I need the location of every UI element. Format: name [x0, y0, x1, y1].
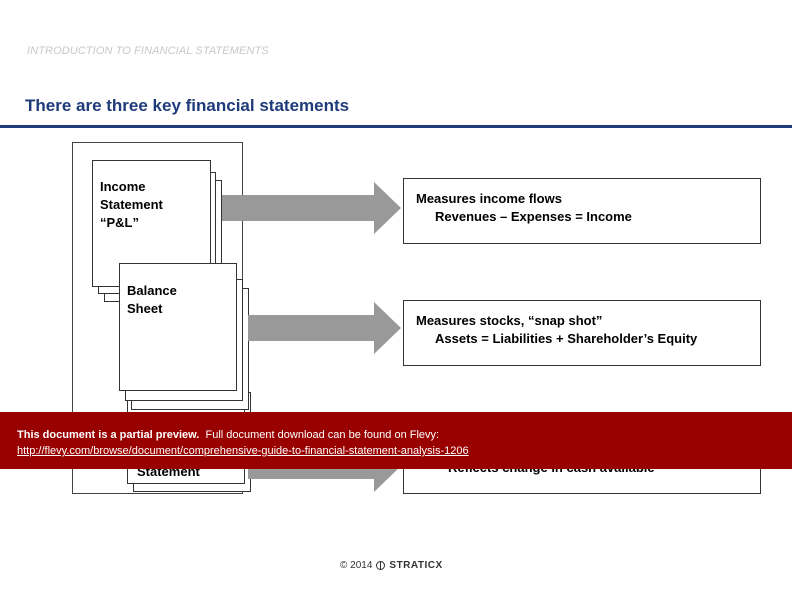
balance-description-box: Measures stocks, “snap shot” Assets = Li… — [403, 300, 761, 366]
section-header: INTRODUCTION TO FINANCIAL STATEMENTS — [27, 45, 269, 57]
straticx-logo-icon — [376, 561, 386, 570]
banner-strong-text: This document is a partial preview. — [17, 429, 200, 441]
arrow-right-icon — [222, 182, 401, 234]
preview-banner: This document is a partial preview. Full… — [0, 412, 792, 469]
banner-text: Full document download can be found on F… — [205, 429, 440, 441]
footer: © 2014 STRATICX — [340, 560, 443, 571]
balance-sheet-label: Balance Sheet — [127, 283, 177, 316]
banner-message: This document is a partial preview. Full… — [17, 429, 439, 441]
footer-brand: STRATICX — [389, 560, 443, 571]
title-divider — [0, 125, 792, 128]
slide-title: There are three key financial statements — [25, 96, 350, 115]
balance-description-title: Measures stocks, “snap shot” — [416, 313, 603, 328]
income-description-title: Measures income flows — [416, 191, 562, 206]
income-description-formula: Revenues – Expenses = Income — [435, 209, 632, 224]
arrow-right-icon — [248, 302, 401, 354]
income-description-box: Measures income flows Revenues – Expense… — [403, 178, 761, 244]
income-statement-label: Income Statement “P&L” — [100, 179, 163, 230]
balance-description-formula: Assets = Liabilities + Shareholder’s Equ… — [435, 331, 698, 346]
balance-sheet-page — [119, 263, 237, 391]
copyright-text: © 2014 — [340, 560, 373, 571]
flevy-document-link[interactable]: http://flevy.com/browse/document/compreh… — [17, 445, 469, 457]
